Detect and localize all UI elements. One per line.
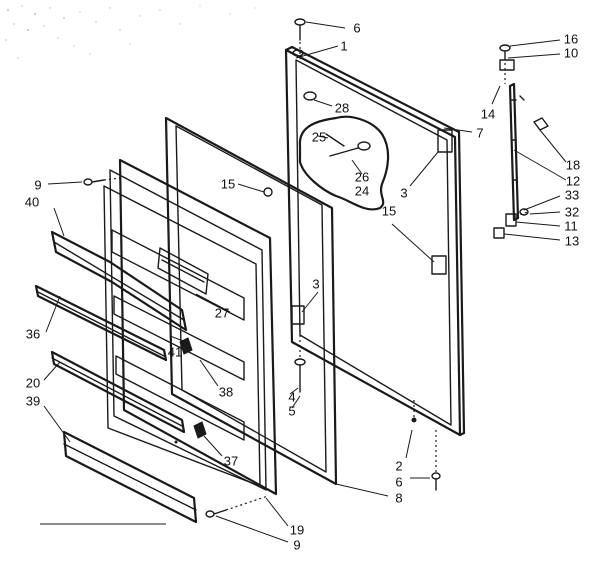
callout-3: 3	[312, 276, 320, 292]
outer-door-panel	[284, 45, 466, 437]
callout-7: 7	[476, 125, 484, 141]
callout-37: 37	[223, 453, 239, 469]
callout-9: 9	[34, 177, 42, 193]
callout-38: 38	[218, 384, 234, 400]
callout-15: 15	[220, 176, 236, 192]
callout-28: 28	[334, 100, 350, 116]
callout-6: 6	[353, 20, 361, 36]
callout-4: 4	[288, 389, 296, 405]
callout-16: 16	[563, 31, 579, 47]
callout-27: 27	[214, 305, 230, 321]
insulation-blob	[298, 115, 390, 211]
callout-15: 15	[381, 203, 397, 219]
callout-41: 41	[167, 344, 183, 360]
callout-32: 32	[564, 204, 580, 220]
callout-20: 20	[25, 375, 41, 391]
callout-19: 19	[289, 522, 305, 538]
shelf-clips	[179, 337, 207, 439]
scan-noise	[5, 5, 256, 59]
callout-2: 2	[395, 458, 403, 474]
leader-lines	[40, 21, 567, 543]
screws	[83, 18, 441, 518]
callout-13: 13	[564, 233, 580, 249]
callout-36: 36	[25, 326, 41, 342]
callout-12: 12	[565, 173, 581, 189]
callout-5: 5	[288, 403, 296, 419]
callout-3: 3	[400, 185, 408, 201]
callout-11: 11	[564, 218, 578, 234]
callout-14: 14	[480, 106, 496, 122]
callout-9: 9	[293, 537, 301, 553]
door-handle	[493, 44, 549, 239]
callout-10: 10	[563, 45, 579, 61]
callout-6: 6	[395, 474, 403, 490]
callout-39: 39	[25, 393, 41, 409]
callout-26: 26	[354, 169, 370, 185]
door-shelves	[34, 230, 198, 524]
callout-8: 8	[395, 490, 403, 506]
callout-24: 24	[354, 183, 370, 199]
callout-25: 25	[311, 129, 327, 145]
inner-door-liner	[103, 158, 278, 496]
callout-33: 33	[564, 187, 580, 203]
callout-1: 1	[340, 38, 348, 54]
callout-40: 40	[24, 194, 40, 210]
callout-18: 18	[565, 157, 581, 173]
